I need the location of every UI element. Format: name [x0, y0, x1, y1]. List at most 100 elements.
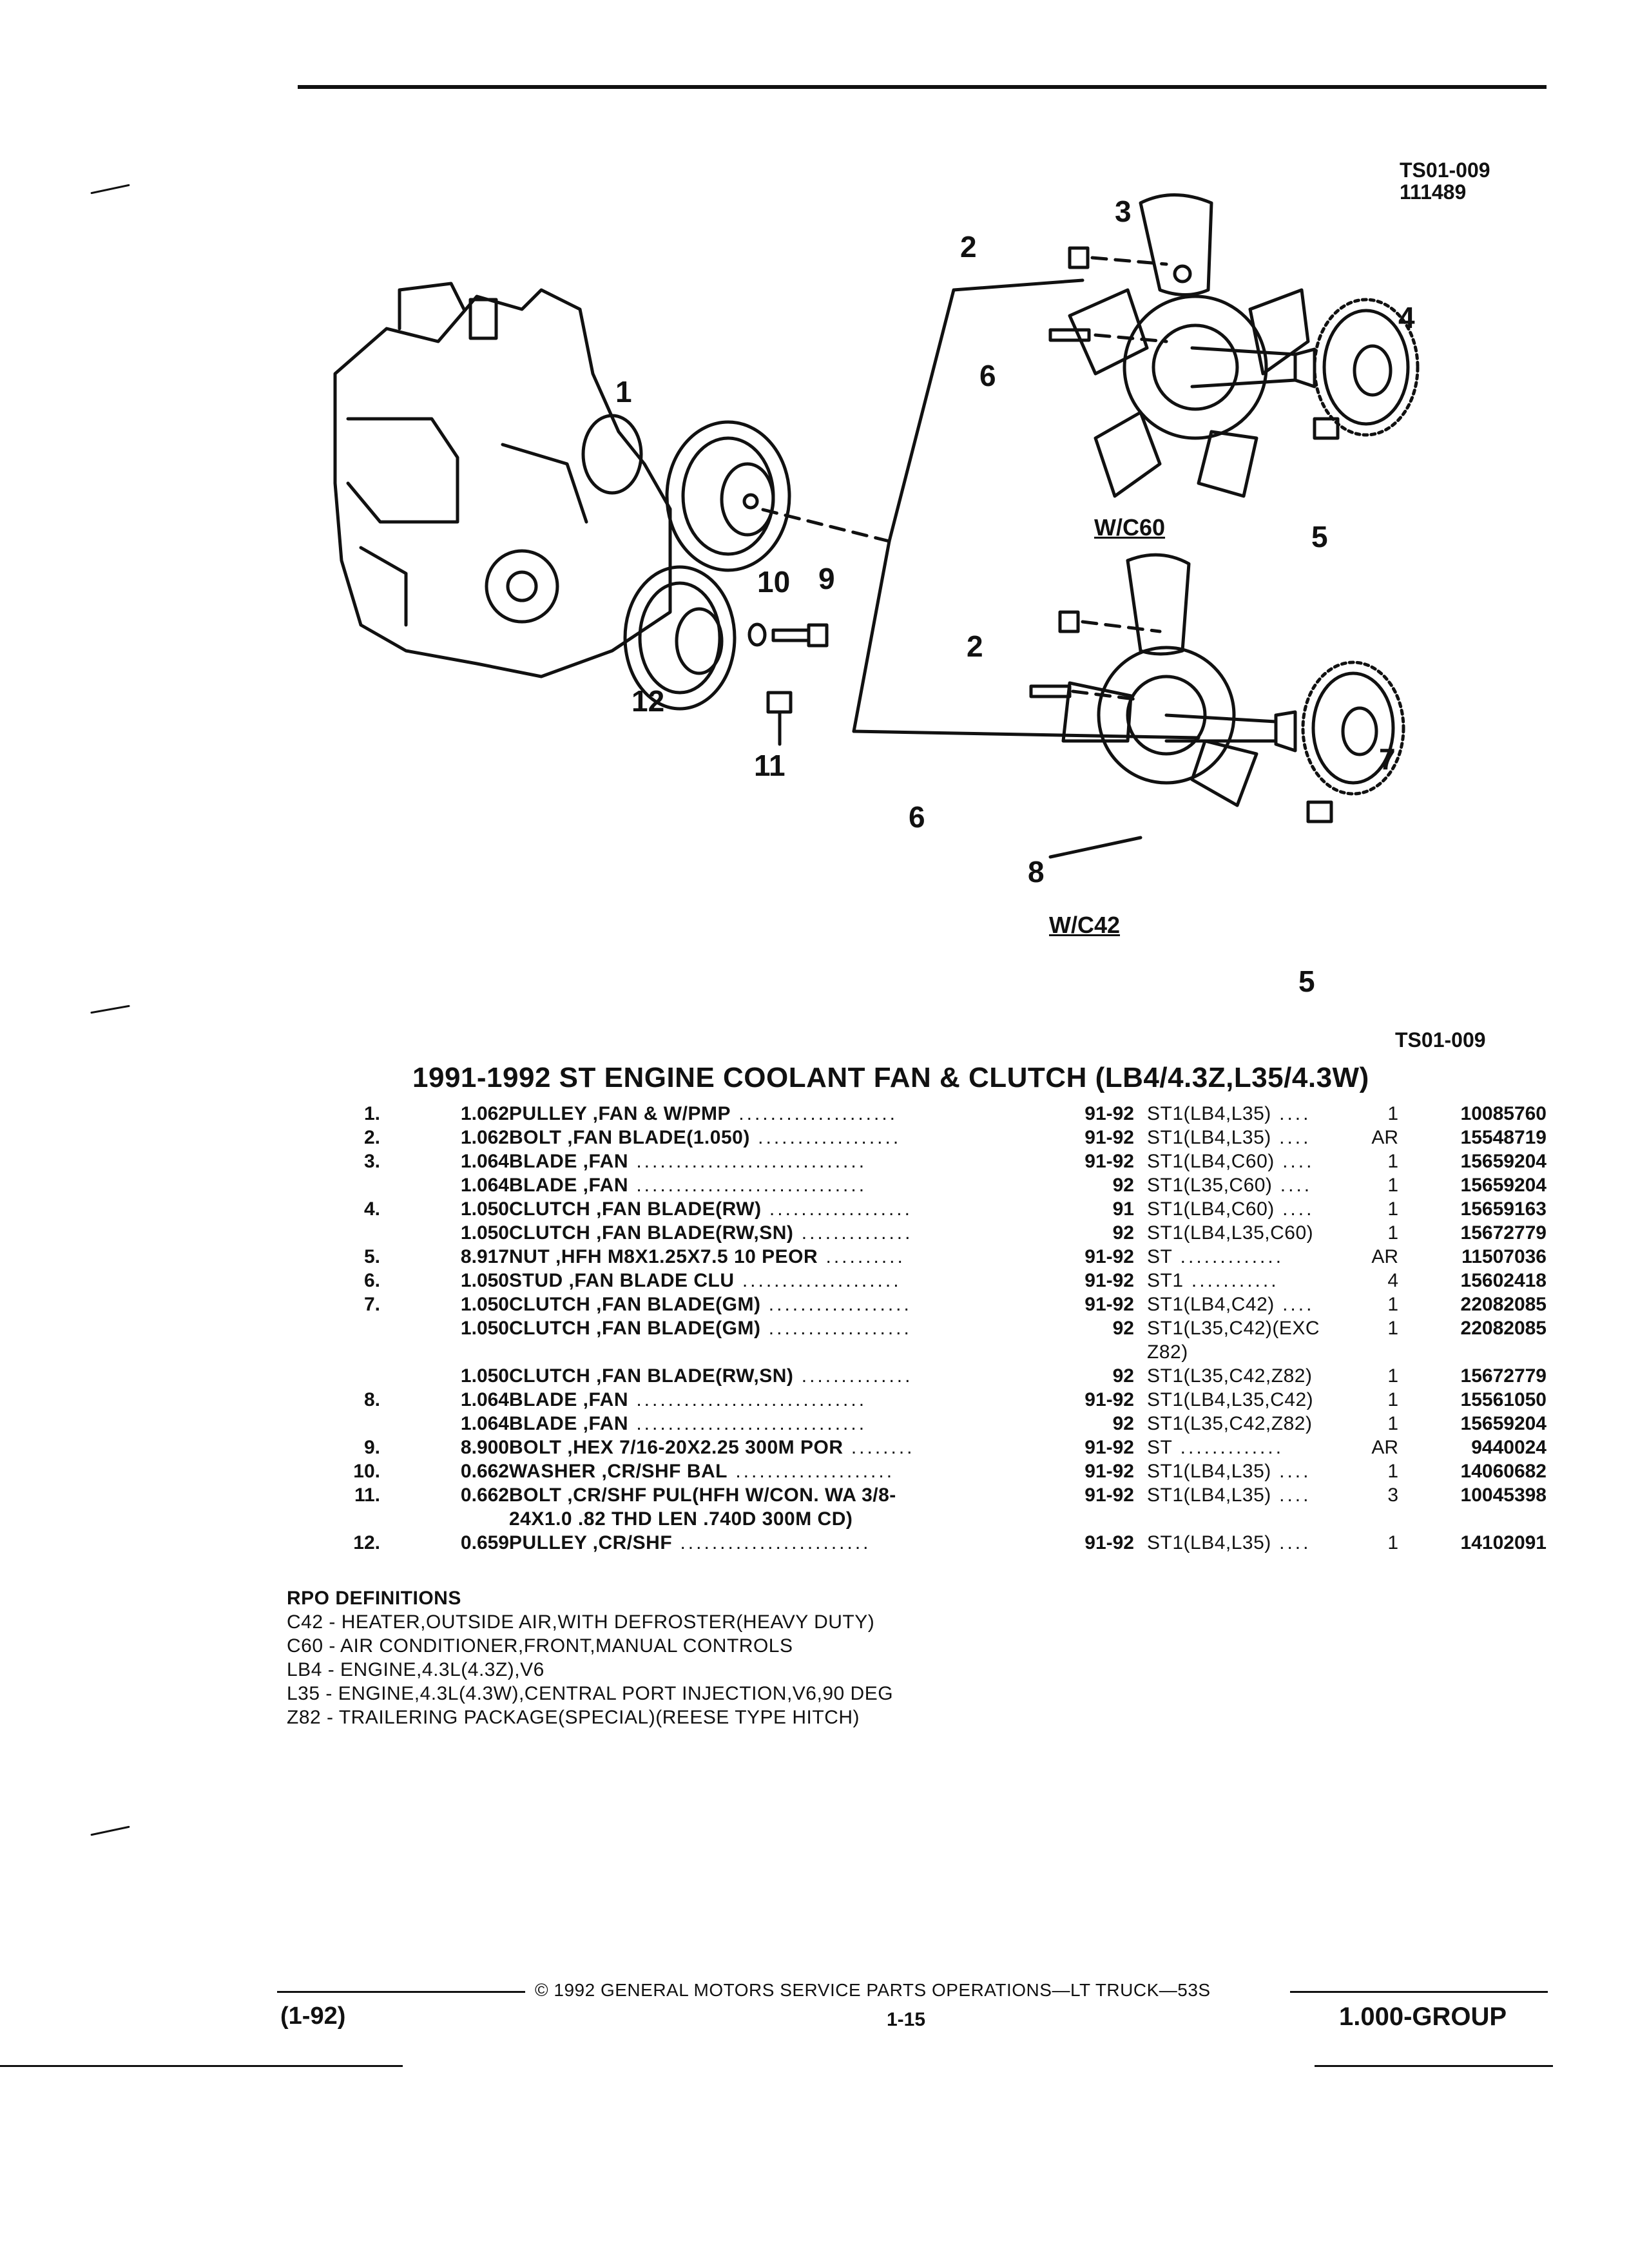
part-number: 10085760 [1460, 1103, 1547, 1124]
part-description: PULLEY ,FAN & W/PMP .................... [509, 1103, 1250, 1125]
leader-dots: .... [1271, 1103, 1311, 1124]
parts-row: BLADE ,FAN .............................… [290, 1389, 1547, 1413]
parts-row: PULLEY ,CR/SHF ........................S… [290, 1532, 1547, 1556]
part-illustration-code: 1.050 [460, 1270, 509, 1291]
part-description-text: BLADE ,FAN [509, 1175, 628, 1196]
parts-row: BLADE ,FAN .............................… [290, 1175, 1547, 1198]
callout-9: 9 [818, 562, 835, 595]
part-application: ST1 ........... [1147, 1270, 1405, 1292]
leader-dots: ........ [843, 1437, 915, 1458]
part-application: ST1(L35,C60) .... [1147, 1175, 1405, 1196]
part-application-text: ST1(LB4,L35) [1147, 1485, 1271, 1506]
part-illustration-code: 1.062 [460, 1127, 509, 1148]
parts-row: CLUTCH ,FAN BLADE(GM) ..................… [290, 1318, 1547, 1341]
diagram-illustration [333, 193, 1420, 859]
part-years: 91-92 [1084, 1103, 1134, 1124]
part-illustration-code: 1.050 [460, 1222, 509, 1244]
part-description-text: BLADE ,FAN [509, 1389, 628, 1410]
part-quantity: 1 [1387, 1389, 1398, 1410]
figure-ref-code: TS01-009 [1400, 159, 1490, 182]
part-years: 91-92 [1084, 1485, 1134, 1506]
rpo-item: Z82 - TRAILERING PACKAGE(SPECIAL)(REESE … [287, 1707, 860, 1728]
leader-dots: .... [1271, 1461, 1311, 1482]
part-years: 91-92 [1084, 1151, 1134, 1172]
part-description-text: CLUTCH ,FAN BLADE(GM) [509, 1294, 761, 1315]
margin-mark [90, 184, 130, 195]
leader-dots: ............................. [628, 1389, 867, 1410]
part-number: 14102091 [1460, 1532, 1547, 1553]
parts-row: STUD ,FAN BLADE CLU ....................… [290, 1270, 1547, 1294]
part-index: 12. [353, 1532, 380, 1553]
figure-ref-block: TS01-009 111489 [1400, 159, 1490, 204]
leader-dots: .................... [734, 1270, 901, 1291]
footer-group: 1.000-GROUP [1339, 2003, 1507, 2031]
part-quantity: 1 [1387, 1365, 1398, 1387]
part-number: 9440024 [1471, 1437, 1547, 1458]
margin-mark [90, 1004, 130, 1014]
part-index: 4. [363, 1198, 380, 1220]
part-years: 92 [1112, 1318, 1134, 1339]
leader-dots: .................. [761, 1198, 912, 1220]
part-quantity: 1 [1387, 1103, 1398, 1124]
part-quantity: 1 [1387, 1294, 1398, 1315]
part-illustration-code: 0.659 [460, 1532, 509, 1553]
part-quantity: 1 [1387, 1151, 1398, 1172]
leader-dots: .................. [760, 1294, 912, 1315]
figure-ref-number: 111489 [1400, 180, 1467, 204]
footer-rule-right [1290, 1991, 1548, 1993]
part-illustration-code: 1.064 [460, 1413, 509, 1434]
leader-dots: ............................. [628, 1151, 867, 1172]
parts-row: Z82) [290, 1341, 1547, 1365]
part-quantity: 3 [1387, 1485, 1398, 1506]
part-number: 15561050 [1460, 1389, 1547, 1410]
part-index: 10. [353, 1461, 380, 1482]
part-application-text: ST1(LB4,C42) [1147, 1294, 1275, 1315]
callout-11: 11 [754, 749, 786, 782]
part-description-text: WASHER ,CR/SHF BAL [509, 1461, 728, 1482]
caption-w-c60: W/C60 [1094, 514, 1166, 541]
leader-dots: ............. [1172, 1437, 1284, 1458]
part-description: BLADE ,FAN ............................. [509, 1175, 1250, 1196]
part-description: BOLT ,CR/SHF PUL(HFH W/CON. WA 3/8- [509, 1485, 1250, 1506]
part-description-text: PULLEY ,FAN & W/PMP [509, 1103, 731, 1124]
callout-3: 3 [1115, 195, 1132, 228]
part-years: 91-92 [1084, 1270, 1134, 1291]
top-rule [298, 85, 1547, 89]
parts-row: BLADE ,FAN .............................… [290, 1413, 1547, 1437]
part-application: ST1(LB4,C42) .... [1147, 1294, 1405, 1316]
part-number: 15659163 [1460, 1198, 1547, 1220]
leader-dots: .................. [760, 1318, 912, 1339]
part-description: BOLT ,HEX 7/16-20X2.25 300M POR ........ [509, 1437, 1250, 1459]
part-index: 11. [354, 1485, 380, 1506]
callout-5-lower: 5 [1298, 965, 1315, 998]
callout-2-lower: 2 [967, 629, 983, 663]
leader-dots: .................... [728, 1461, 895, 1482]
part-application-text: ST1(LB4,L35) [1147, 1532, 1271, 1553]
part-application-text: ST1(L35,C60) [1147, 1175, 1273, 1196]
callout-7: 7 [1379, 742, 1396, 776]
rpo-item: L35 - ENGINE,4.3L(4.3W),CENTRAL PORT INJ… [287, 1683, 894, 1704]
part-quantity: AR [1371, 1127, 1398, 1148]
rpo-definitions: RPO DEFINITIONS C42 - HEATER,OUTSIDE AIR… [287, 1586, 893, 1729]
part-years: 92 [1112, 1222, 1134, 1244]
part-illustration-code: 1.064 [460, 1151, 509, 1172]
part-application: ST1(LB4,L35) .... [1147, 1127, 1405, 1149]
part-description-text: BOLT ,CR/SHF PUL(HFH W/CON. WA 3/8- [509, 1485, 896, 1506]
part-illustration-code: 1.062 [460, 1103, 509, 1124]
part-quantity: 4 [1387, 1270, 1398, 1291]
leader-dots: ........... [1183, 1270, 1279, 1291]
callout-2-upper: 2 [960, 230, 977, 264]
part-illustration-code: 1.050 [460, 1365, 509, 1387]
part-number: 14060682 [1460, 1461, 1547, 1482]
part-application: ST1(LB4,C60) .... [1147, 1151, 1405, 1173]
rpo-heading: RPO DEFINITIONS [287, 1588, 461, 1609]
leader-dots: .... [1271, 1532, 1311, 1553]
part-years: 91-92 [1084, 1532, 1134, 1553]
part-application-text: ST1(LB4,L35) [1147, 1127, 1271, 1148]
part-index: 3. [363, 1151, 380, 1172]
footer-page-number: 1-15 [887, 2009, 926, 2030]
part-description: NUT ,HFH M8X1.25X7.5 10 PEOR .......... [509, 1246, 1250, 1268]
part-years: 92 [1112, 1413, 1134, 1434]
footer-copyright: © 1992 GENERAL MOTORS SERVICE PARTS OPER… [535, 1980, 1211, 2000]
part-index: 9. [363, 1437, 380, 1458]
